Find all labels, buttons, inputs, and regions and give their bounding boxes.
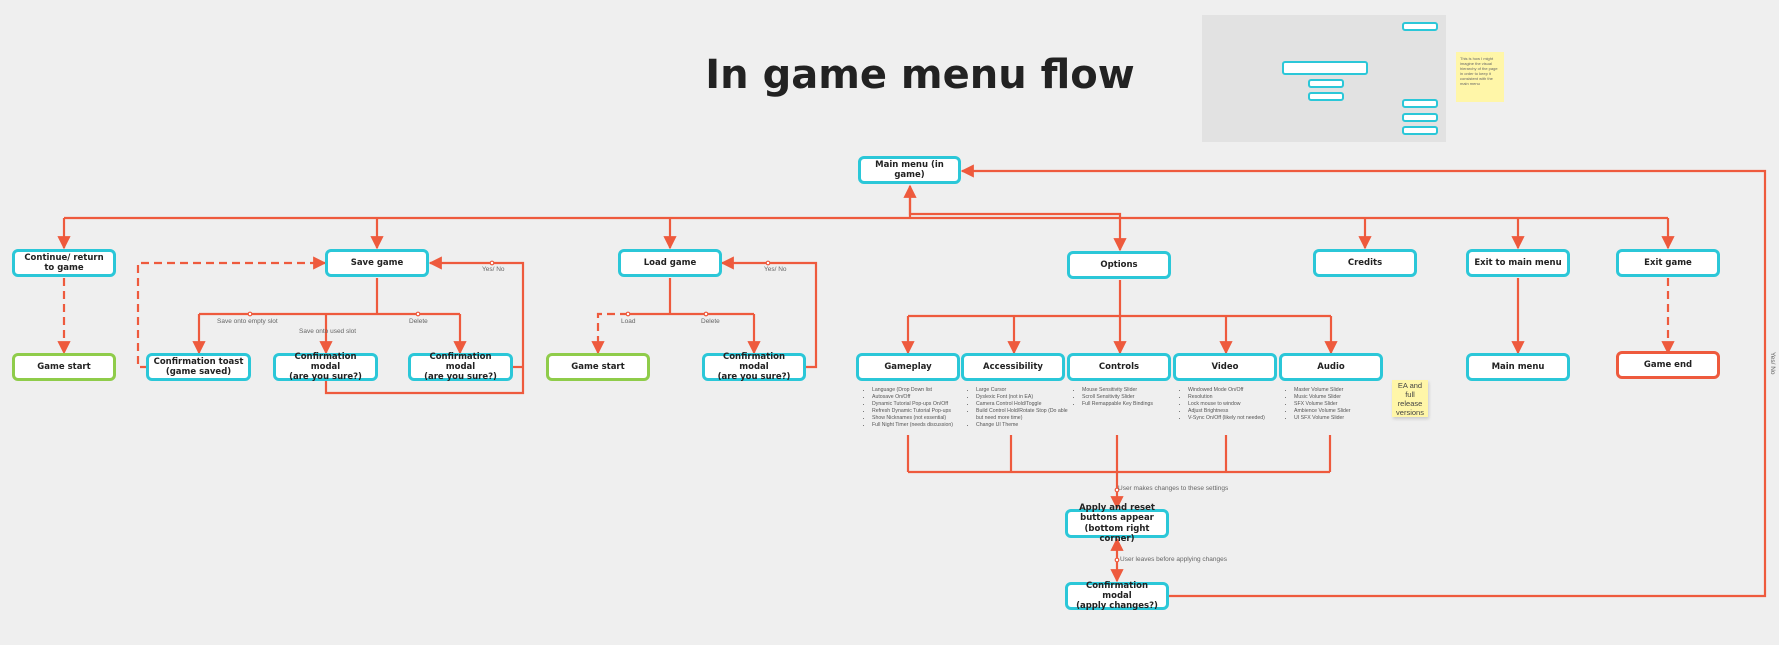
list-item: Large Cursor xyxy=(976,387,1074,394)
edge-label: Save onto empty slot xyxy=(217,318,278,325)
save-game-node: Save game xyxy=(325,249,429,277)
confirmation-modal-node: Confirmation modal (are you sure?) xyxy=(273,352,378,382)
edge-label: Delete xyxy=(409,318,428,325)
list-item: Build Control Hold/Rotate Stop (Do able … xyxy=(976,408,1074,422)
load-game-node: Load game xyxy=(618,249,722,277)
list-item: Mouse Sensitivity Slider xyxy=(1082,387,1182,394)
main-menu-node: Main menu (in game) xyxy=(858,156,961,184)
thumbnail-node xyxy=(1282,61,1368,75)
video-node: Video xyxy=(1173,353,1277,381)
list-item: Windowed Mode On/Off xyxy=(1188,387,1288,394)
accessibility-settings-list: Large Cursor Dyslexic Font (not in EA) C… xyxy=(966,387,1074,429)
list-item: Change UI Theme xyxy=(976,422,1074,429)
audio-settings-list: Master Volume Slider Music Volume Slider… xyxy=(1284,387,1394,422)
edge-label: Yes/ No xyxy=(764,266,787,273)
list-item: Dynamic Tutorial Pop-ups On/Off xyxy=(872,401,972,408)
sticky-note: EA and full release versions xyxy=(1392,380,1428,417)
controls-node: Controls xyxy=(1067,353,1171,381)
confirmation-modal-node: Confirmation modal (are you sure?) xyxy=(702,352,806,382)
options-node: Options xyxy=(1067,251,1171,279)
apply-reset-node: Apply and reset buttons appear (bottom r… xyxy=(1065,503,1169,544)
thumbnail-node xyxy=(1402,99,1438,108)
list-item: Dyslexic Font (not in EA) xyxy=(976,394,1074,401)
diagram-title: In game menu flow xyxy=(705,52,1135,98)
confirmation-modal-node: Confirmation modal (are you sure?) xyxy=(408,352,513,382)
continue-node: Continue/ return to game xyxy=(12,249,116,277)
accessibility-node: Accessibility xyxy=(961,353,1065,381)
controls-settings-list: Mouse Sensitivity Slider Scroll Sensitiv… xyxy=(1072,387,1182,408)
list-item: Show Nicknames (not essential) xyxy=(872,415,972,422)
game-end-node: Game end xyxy=(1616,351,1720,379)
list-item: Ambience Volume Slider xyxy=(1294,408,1394,415)
edge-label: Yes/ No xyxy=(482,266,505,273)
thumbnail-node xyxy=(1402,113,1438,122)
exit-game-node: Exit game xyxy=(1616,249,1720,277)
thumbnail-node xyxy=(1402,126,1438,135)
edge-label: Yes/ No xyxy=(1769,352,1776,375)
list-item: Music Volume Slider xyxy=(1294,394,1394,401)
list-item: V-Sync On/Off (likely not needed) xyxy=(1188,415,1288,422)
list-item: Scroll Sensitivity Slider xyxy=(1082,394,1182,401)
list-item: Full Night Timer (needs discussion) xyxy=(872,422,972,429)
list-item: Lock mouse to window xyxy=(1188,401,1288,408)
list-item: SFX Volume Slider xyxy=(1294,401,1394,408)
list-item: Master Volume Slider xyxy=(1294,387,1394,394)
list-item: Full Remappable Key Bindings xyxy=(1082,401,1182,408)
list-item: Autosave On/Off xyxy=(872,394,972,401)
gameplay-settings-list: Language (Drop Down list Autosave On/Off… xyxy=(862,387,972,429)
confirm-apply-node: Confirmation modal (apply changes?) xyxy=(1065,581,1169,611)
game-start-node: Game start xyxy=(546,353,650,381)
thumbnail-node xyxy=(1402,22,1438,31)
edge-label: User makes changes to these settings xyxy=(1118,485,1229,492)
list-item: Resolution xyxy=(1188,394,1288,401)
confirmation-toast-node: Confirmation toast (game saved) xyxy=(146,353,251,381)
list-item: UI SFX Volume Slider xyxy=(1294,415,1394,422)
list-item: Adjust Brightness xyxy=(1188,408,1288,415)
list-item: Language (Drop Down list xyxy=(872,387,972,394)
audio-node: Audio xyxy=(1279,353,1383,381)
exit-to-main-menu-node: Exit to main menu xyxy=(1466,249,1570,277)
video-settings-list: Windowed Mode On/Off Resolution Lock mou… xyxy=(1178,387,1288,422)
edge-label: Save onto used slot xyxy=(299,328,357,335)
layout-thumbnail xyxy=(1202,15,1446,142)
gameplay-node: Gameplay xyxy=(856,353,960,381)
thumbnail-node xyxy=(1308,92,1344,101)
edge-label: Delete xyxy=(701,318,720,325)
list-item: Camera Control Hold/Toggle xyxy=(976,401,1074,408)
list-item: Refresh Dynamic Tutorial Pop-ups xyxy=(872,408,972,415)
game-start-node: Game start xyxy=(12,353,116,381)
thumbnail-sticky-note: This is how I might imagine the visual h… xyxy=(1456,52,1504,102)
edge-label: Load xyxy=(621,318,636,325)
edge-label: User leaves before applying changes xyxy=(1120,556,1227,563)
main-menu-target-node: Main menu xyxy=(1466,353,1570,381)
credits-node: Credits xyxy=(1313,249,1417,277)
thumbnail-node xyxy=(1308,79,1344,88)
